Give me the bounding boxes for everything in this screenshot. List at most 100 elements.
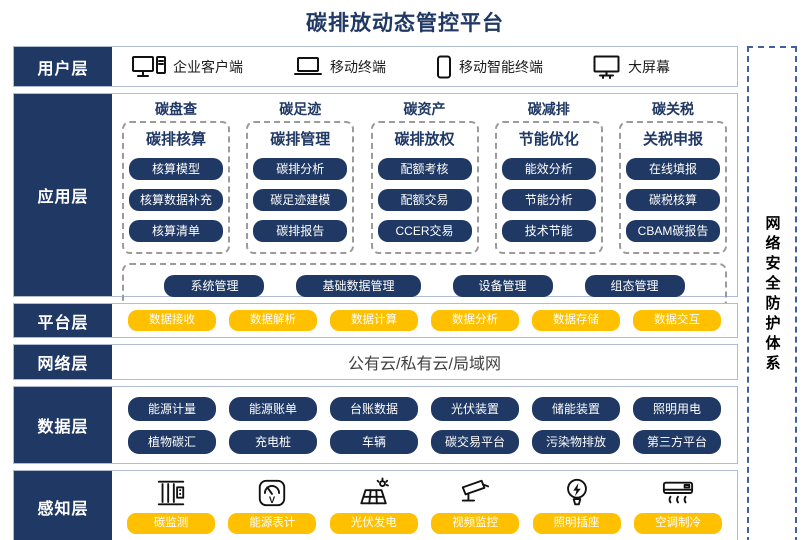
mgmt-button-system: 系统管理 <box>164 275 265 297</box>
user-layer-content: 企业客户端 移动终端 移动智能终端 大屏幕 <box>112 47 737 86</box>
laptop-icon <box>293 56 323 78</box>
data-source-button: 污染物排放 <box>532 429 620 454</box>
mgmt-button-device: 设备管理 <box>452 275 553 297</box>
sense-item-cctv: 视频监控 <box>430 475 520 534</box>
app-column-box: 碳排管理 碳排分析 碳足迹建模 碳排报告 <box>246 121 355 254</box>
energy-meter-icon: V <box>256 475 288 511</box>
app-column-box: 关税申报 在线填报 碳税核算 CBAM碳报告 <box>619 121 727 254</box>
page-title: 碳排放动态管控平台 <box>306 12 504 35</box>
air-conditioner-icon <box>661 475 695 511</box>
application-layer-label: 应用层 <box>14 94 112 296</box>
app-column-subheader: 碳排管理 <box>270 131 331 148</box>
app-column-subheader: 碳排核算 <box>145 131 206 148</box>
app-column-box: 碳排放权 配额考核 配额交易 CCER交易 <box>370 121 479 254</box>
app-column-carbon-inventory: 碳盘查 碳排核算 核算模型 核算数据补充 核算清单 <box>122 99 230 254</box>
data-source-button: 照明用电 <box>633 396 721 421</box>
app-column-header: 碳关税 <box>652 101 694 117</box>
user-item-big-screen: 大屏幕 <box>593 55 670 79</box>
platform-button-store: 数据存储 <box>532 309 620 332</box>
sense-item-energy-meter: V 能源表计 <box>227 475 317 534</box>
light-bulb-icon <box>561 475 593 511</box>
carbon-monitor-icon <box>155 475 187 511</box>
platform-button-compute: 数据计算 <box>330 309 418 332</box>
smartphone-icon <box>436 55 452 79</box>
network-layer-row: 网络层 公有云/私有云/局域网 <box>13 344 738 380</box>
data-layer-content: 能源计量 能源账单 台账数据 光伏装置 储能装置 照明用电 植物碳汇 充电桩 车… <box>112 387 737 463</box>
data-source-button: 光伏装置 <box>431 396 519 421</box>
data-source-button: 植物碳汇 <box>128 429 216 454</box>
user-item-label: 企业客户端 <box>173 58 243 75</box>
user-layer-row: 用户层 企业客户端 移动终端 移动智能终端 <box>13 46 738 87</box>
data-source-button: 车辆 <box>330 429 418 454</box>
user-item-mobile-terminal: 移动终端 <box>293 56 386 78</box>
perception-layer-content: 碳监测 V 能源表计 光伏发电 <box>112 471 737 540</box>
app-module-button: 配额交易 <box>377 189 472 211</box>
app-module-button: 碳足迹建模 <box>253 189 348 211</box>
app-module-button: 碳排分析 <box>253 158 348 180</box>
data-source-button: 能源账单 <box>229 396 317 421</box>
app-column-header: 碳减排 <box>527 101 570 117</box>
sense-label-button: 能源表计 <box>228 512 317 534</box>
data-source-button: 碳交易平台 <box>431 429 519 454</box>
platform-layer-content: 数据接收 数据解析 数据计算 数据分析 数据存储 数据交互 <box>112 304 737 337</box>
app-column-carbon-footprint: 碳足迹 碳排管理 碳排分析 碳足迹建模 碳排报告 <box>246 99 355 254</box>
sense-label-button: 照明插座 <box>532 512 621 534</box>
security-sidebar: 网络安全防护体系 <box>747 46 797 540</box>
app-module-button: 碳排报告 <box>253 220 348 242</box>
mgmt-button-config: 组态管理 <box>584 275 685 297</box>
network-layer-label: 网络层 <box>14 345 112 379</box>
data-source-button: 能源计量 <box>128 396 216 421</box>
app-module-button: 碳税核算 <box>626 189 720 211</box>
sense-item-carbon-monitor: 碳监测 <box>126 475 216 534</box>
app-module-button: 能效分析 <box>501 158 596 180</box>
data-source-button: 第三方平台 <box>633 429 721 454</box>
app-module-button: 核算模型 <box>129 158 223 180</box>
application-layer-content: 碳盘查 碳排核算 核算模型 核算数据补充 核算清单 碳足迹 碳排管理 <box>112 94 737 309</box>
platform-button-exchange: 数据交互 <box>633 309 721 332</box>
sense-item-lighting: 照明插座 <box>532 475 622 534</box>
app-module-button: CBAM碳报告 <box>626 220 720 242</box>
app-column-subheader: 碳排放权 <box>394 131 455 148</box>
mgmt-button-base-data: 基础数据管理 <box>296 275 421 297</box>
app-module-button: 节能分析 <box>501 189 596 211</box>
user-layer-label: 用户层 <box>14 47 112 86</box>
user-item-label: 移动智能终端 <box>459 58 543 75</box>
security-sidebar-label: 网络安全防护体系 <box>763 214 781 375</box>
app-column-carbon-asset: 碳资产 碳排放权 配额考核 配额交易 CCER交易 <box>370 99 479 254</box>
app-column-subheader: 关税申报 <box>642 131 703 148</box>
platform-layer-row: 平台层 数据接收 数据解析 数据计算 数据分析 数据存储 数据交互 <box>13 303 738 338</box>
app-column-carbon-tariff: 碳关税 关税申报 在线填报 碳税核算 CBAM碳报告 <box>619 99 727 254</box>
sense-label-button: 空调制冷 <box>633 512 722 534</box>
network-layer-content: 公有云/私有云/局域网 <box>348 356 501 373</box>
app-module-button: 核算数据补充 <box>129 189 223 211</box>
app-column-header: 碳足迹 <box>279 101 322 117</box>
sense-label-button: 碳监测 <box>127 512 215 534</box>
perception-layer-row: 感知层 碳监测 V 能源表计 <box>13 470 738 540</box>
user-item-label: 移动终端 <box>330 58 386 75</box>
svg-text:V: V <box>269 494 276 505</box>
sense-label-button: 视频监控 <box>431 512 520 534</box>
user-item-smart-terminal: 移动智能终端 <box>436 55 543 79</box>
platform-layer-label: 平台层 <box>14 304 112 337</box>
sense-item-solar: 光伏发电 <box>329 475 419 534</box>
layers-column: 用户层 企业客户端 移动终端 移动智能终端 <box>13 46 738 540</box>
user-item-enterprise-client: 企业客户端 <box>132 55 243 79</box>
app-column-subheader: 节能优化 <box>518 131 579 148</box>
diagram-body: 用户层 企业客户端 移动终端 移动智能终端 <box>0 46 810 540</box>
sense-item-hvac: 空调制冷 <box>633 475 723 534</box>
app-column-carbon-reduction: 碳减排 节能优化 能效分析 节能分析 技术节能 <box>494 99 603 254</box>
app-module-button: CCER交易 <box>377 220 472 242</box>
app-module-button: 核算清单 <box>129 220 223 242</box>
bigscreen-icon <box>593 55 621 79</box>
platform-button-receive: 数据接收 <box>128 309 216 332</box>
application-columns: 碳盘查 碳排核算 核算模型 核算数据补充 核算清单 碳足迹 碳排管理 <box>112 94 737 254</box>
data-layer-row: 数据层 能源计量 能源账单 台账数据 光伏装置 储能装置 照明用电 植物碳汇 充… <box>13 386 738 464</box>
app-column-header: 碳盘查 <box>155 101 197 117</box>
data-layer-label: 数据层 <box>14 387 112 463</box>
data-source-button: 台账数据 <box>330 396 418 421</box>
data-source-button: 充电桩 <box>229 429 317 454</box>
solar-panel-icon <box>358 475 390 511</box>
perception-layer-label: 感知层 <box>14 471 112 540</box>
cctv-camera-icon <box>458 475 492 511</box>
